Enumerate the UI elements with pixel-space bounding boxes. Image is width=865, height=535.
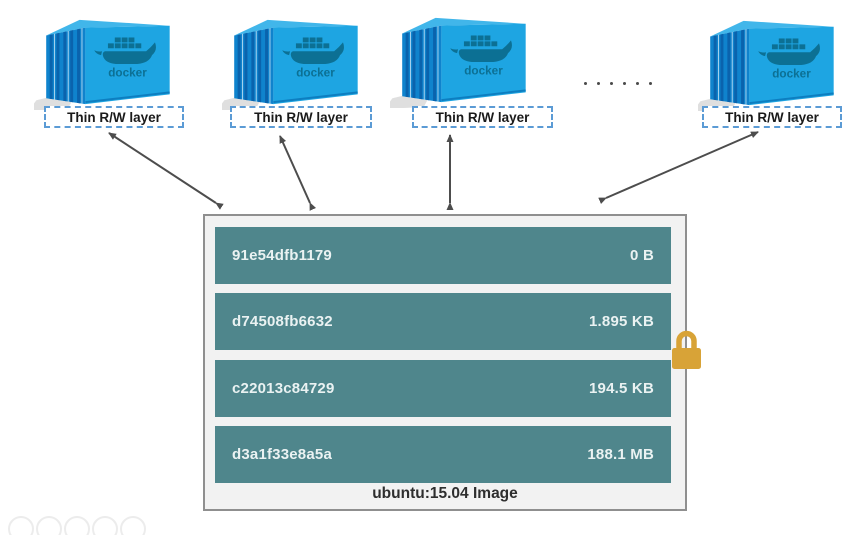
layer-size: 1.895 KB [589, 313, 654, 330]
layer-id: c22013c84729 [232, 380, 335, 397]
layer-id: d3a1f33e8a5a [232, 446, 332, 463]
layer-id: d74508fb6632 [232, 313, 333, 330]
docker-container-illustration-1: docker [34, 12, 176, 110]
arrow-4 [598, 131, 759, 204]
docker-logo-text: docker [464, 65, 503, 78]
image-caption: ubuntu:15.04 Image [372, 485, 518, 502]
image-layer-row: c22013c84729 194.5 KB [215, 360, 671, 417]
docker-logo-text: docker [772, 68, 811, 81]
faint-circle [120, 516, 146, 535]
dot [623, 82, 626, 85]
image-layer-row: d3a1f33e8a5a 188.1 MB [215, 426, 671, 483]
arrow-2 [279, 135, 317, 211]
layer-size: 0 B [630, 247, 654, 264]
ellipsis-dots [584, 82, 652, 85]
layer-size: 188.1 MB [587, 446, 654, 463]
image-layer-row: d74508fb6632 1.895 KB [215, 293, 671, 350]
image-layer-row: 91e54dfb1179 0 B [215, 227, 671, 284]
arrow-1 [108, 132, 224, 210]
docker-container-illustration-2: docker [222, 12, 364, 110]
docker-logo-text: docker [108, 67, 147, 80]
thin-rw-layer-label-4: Thin R/W layer [702, 106, 842, 128]
dot [636, 82, 639, 85]
docker-container-illustration-3: docker [390, 10, 532, 108]
thin-rw-layer-label-3: Thin R/W layer [412, 106, 553, 128]
faint-circle [36, 516, 62, 535]
dot [584, 82, 587, 85]
thin-rw-layer-label-1: Thin R/W layer [44, 106, 184, 128]
layer-id: 91e54dfb1179 [232, 247, 332, 264]
docker-container-illustration-4: docker [698, 13, 840, 111]
dot [610, 82, 613, 85]
docker-logo-text: docker [296, 67, 335, 80]
dot [649, 82, 652, 85]
faint-circle [8, 516, 34, 535]
faint-circle [92, 516, 118, 535]
ubuntu-image-box: 91e54dfb1179 0 B d74508fb6632 1.895 KB c… [203, 214, 687, 511]
faint-circle [64, 516, 90, 535]
lock-icon [672, 330, 701, 369]
layer-size: 194.5 KB [589, 380, 654, 397]
thin-rw-layer-label-2: Thin R/W layer [230, 106, 372, 128]
dot [597, 82, 600, 85]
